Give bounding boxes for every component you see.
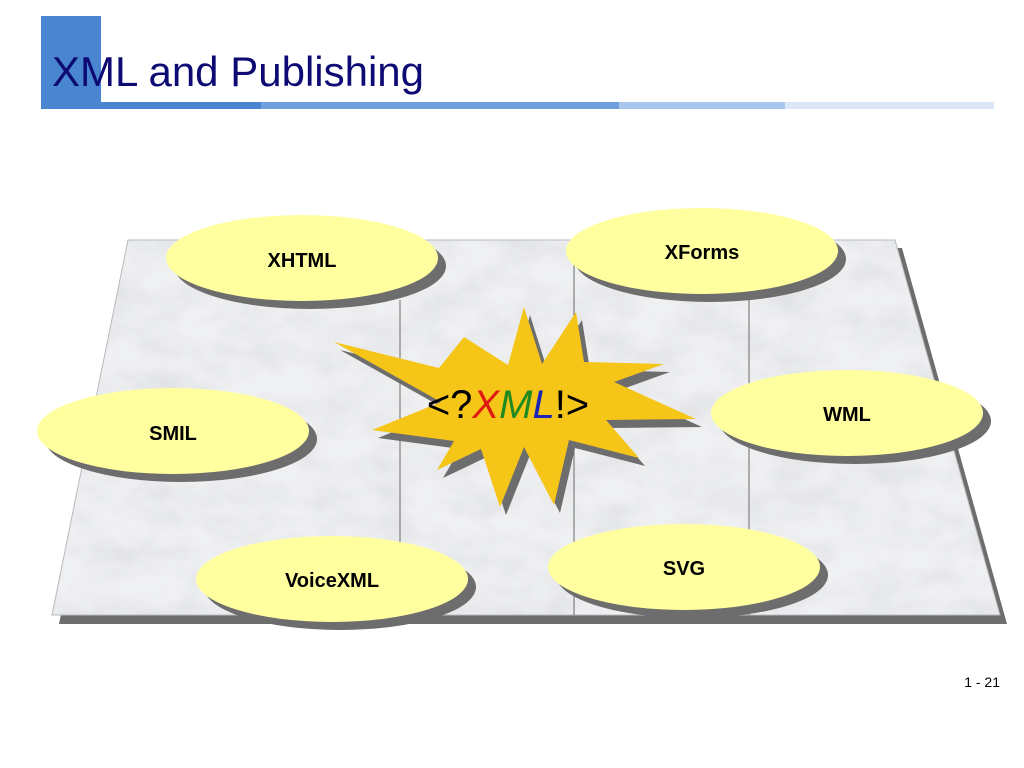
node-label-wml: WML xyxy=(823,404,871,426)
xml-prefix: <? xyxy=(427,383,473,427)
xml-letter-m: M xyxy=(499,383,533,427)
node-svg: SVG xyxy=(548,524,828,618)
xml-burst: <?XML!> xyxy=(334,307,702,515)
node-label-xforms: XForms xyxy=(665,242,739,264)
node-label-svg: SVG xyxy=(663,558,705,580)
title-accent-block xyxy=(41,16,101,108)
node-ellipse xyxy=(711,370,983,456)
node-label-voicexml: VoiceXML xyxy=(285,570,379,592)
node-ellipse xyxy=(548,524,820,610)
node-xforms: XForms xyxy=(566,208,846,302)
node-ellipse xyxy=(566,208,838,294)
node-label-xhtml: XHTML xyxy=(268,250,337,272)
xml-letter-l: L xyxy=(532,383,554,427)
node-voicexml: VoiceXML xyxy=(196,536,476,630)
xml-suffix: !> xyxy=(555,383,589,427)
node-ellipse xyxy=(196,536,468,622)
slide-title: XML and Publishing xyxy=(52,48,425,95)
node-label-smil: SMIL xyxy=(149,423,197,445)
title-underline xyxy=(41,102,994,109)
xml-burst-text: <?XML!> xyxy=(427,383,589,427)
node-ellipse xyxy=(37,388,309,474)
node-wml: WML xyxy=(711,370,991,464)
node-ellipse xyxy=(166,215,438,301)
node-xhtml: XHTML xyxy=(166,215,446,309)
node-smil: SMIL xyxy=(37,388,317,482)
page-number: 1 - 21 xyxy=(964,674,1000,690)
xml-letter-x: X xyxy=(471,383,500,427)
xml-burst-shape xyxy=(334,307,696,507)
